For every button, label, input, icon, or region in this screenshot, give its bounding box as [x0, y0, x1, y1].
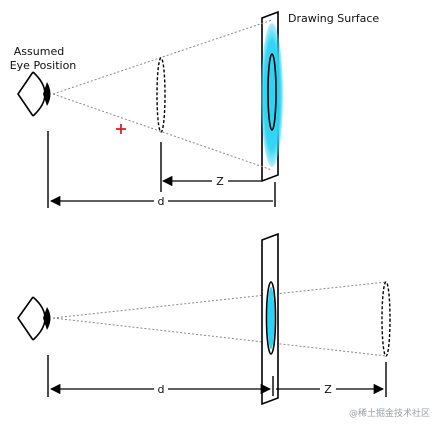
- object-ellipse-top: [156, 57, 166, 133]
- d-label-top: d: [158, 195, 165, 208]
- projection-fill-bottom: [267, 287, 275, 349]
- top-panel: Assumed Eye Position Drawing Surface: [10, 10, 379, 208]
- z-label-bottom: Z: [324, 383, 332, 396]
- eye-icon: [17, 71, 51, 117]
- z-label-top: Z: [216, 175, 224, 188]
- ray-bottom-lower: [52, 317, 387, 357]
- d-label-bottom: d: [158, 383, 165, 396]
- marker-cross: [116, 124, 126, 134]
- bottom-panel: d Z: [17, 232, 391, 406]
- watermark: @稀土掘金技术社区: [349, 407, 430, 419]
- ray-bottom-upper: [52, 281, 387, 319]
- eye-icon-bottom: [17, 296, 51, 341]
- ray-top-upper: [52, 19, 273, 95]
- projected-ellipse-bottom: [265, 281, 277, 355]
- eye-label-line2: Eye Position: [10, 59, 77, 72]
- ray-top-lower: [52, 93, 273, 171]
- projection-glow-top: [261, 23, 283, 167]
- surface-label: Drawing Surface: [288, 12, 379, 25]
- object-ellipse-bottom: [381, 281, 391, 357]
- projected-ellipse-top: [267, 53, 277, 131]
- eye-label-line1: Assumed: [14, 45, 64, 58]
